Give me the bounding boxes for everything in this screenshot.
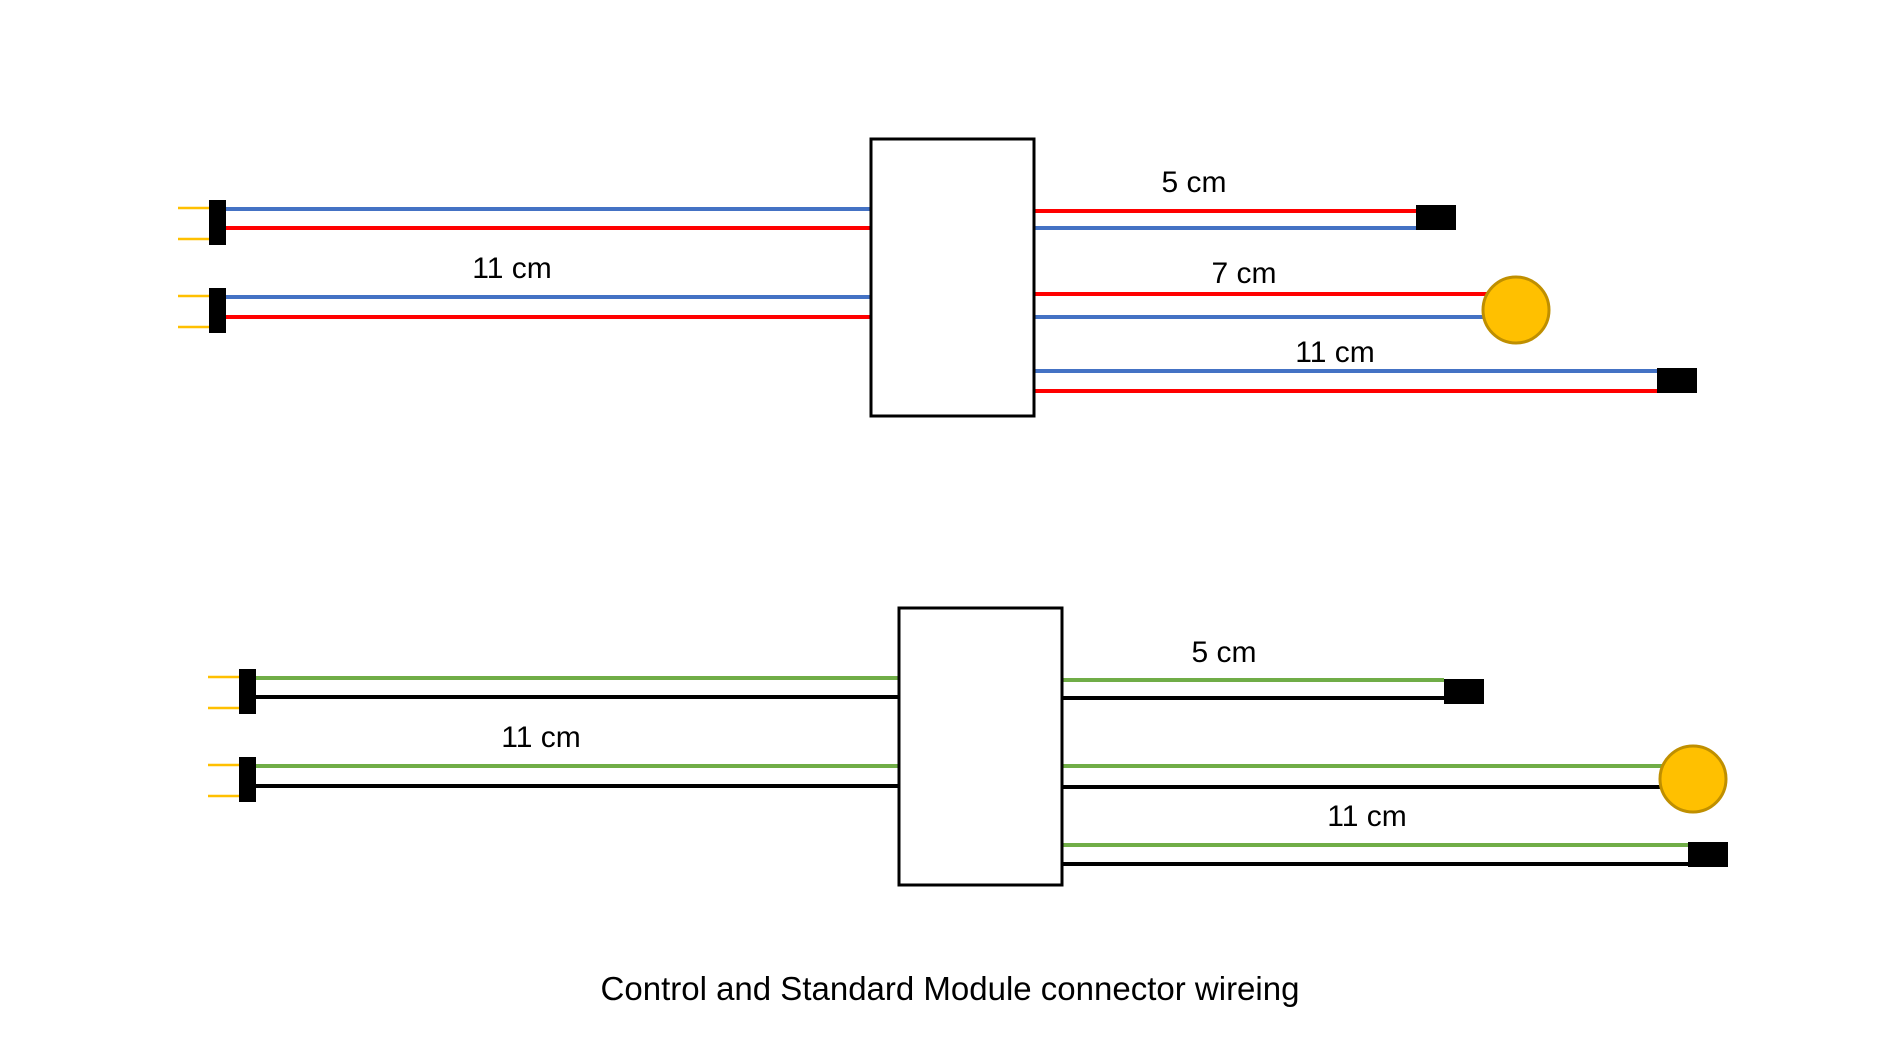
right-branch-6: 11 cm [1062, 800, 1728, 867]
left-connector-2-body[interactable] [209, 288, 226, 333]
left-connector-3-body[interactable] [239, 669, 256, 714]
left-connector-4[interactable] [208, 757, 256, 802]
right-branch-4-length-label: 5 cm [1191, 636, 1256, 669]
left-branch-4: 11 cm [256, 721, 899, 788]
left-branch-4-length-label: 11 cm [501, 721, 580, 754]
left-branch-2-length-label: 11 cm [472, 252, 551, 285]
right-branch-1-length-label: 5 cm [1161, 166, 1226, 199]
right-branch-2-lamp-indicator[interactable] [1481, 275, 1551, 345]
left-connector-1[interactable] [178, 200, 226, 245]
right-branch-6-terminal-block[interactable] [1688, 842, 1728, 867]
right-branch-3-length-label: 11 cm [1295, 336, 1374, 369]
left-connector-3[interactable] [208, 669, 256, 714]
right-branch-4-terminal-block[interactable] [1444, 679, 1484, 704]
left-connector-2[interactable] [178, 288, 226, 333]
left-connector-1-body[interactable] [209, 200, 226, 245]
left-connector-4-body[interactable] [239, 757, 256, 802]
right-branch-1: 5 cm [1034, 166, 1456, 230]
left-branch-3 [256, 676, 899, 699]
right-branch-5-lamp-indicator[interactable] [1658, 744, 1728, 814]
right-branch-1-terminal-block[interactable] [1416, 205, 1456, 230]
left-branch-1 [226, 207, 871, 230]
standard-module-group: 11 cm 5 cm 11 cm [208, 606, 1728, 887]
right-branch-5 [1062, 744, 1728, 814]
left-branch-2: 11 cm [226, 252, 871, 319]
right-branch-2-length-label: 7 cm [1211, 257, 1276, 290]
standard-module-body[interactable] [897, 606, 1064, 887]
right-branch-6-length-label: 11 cm [1327, 800, 1406, 833]
page-title: Control and Standard Module connector wi… [601, 970, 1300, 1007]
right-branch-3: 11 cm [1034, 336, 1697, 393]
right-branch-2: 7 cm [1034, 257, 1551, 345]
control-module-body[interactable] [869, 137, 1036, 418]
right-branch-4: 5 cm [1062, 636, 1484, 704]
control-module-group: 11 cm 5 cm 7 cm 11 cm [178, 137, 1697, 418]
right-branch-3-terminal-block[interactable] [1657, 368, 1697, 393]
diagrams-layer: 11 cm 5 cm 7 cm 11 cm 11 cm 5 cm 11 cm [178, 137, 1728, 887]
